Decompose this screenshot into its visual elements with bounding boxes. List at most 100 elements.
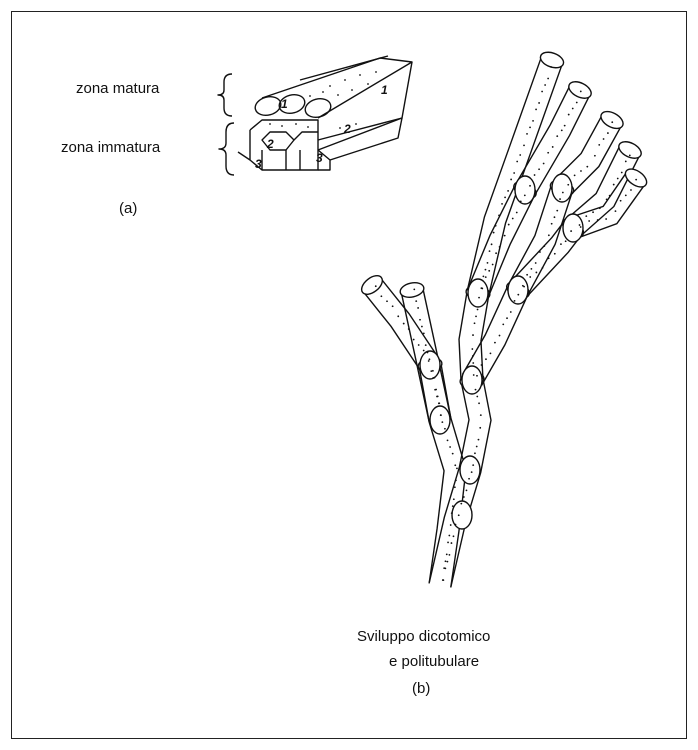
stipple-dot <box>586 166 588 168</box>
stipple-dot <box>523 144 525 146</box>
branch-joint-ellipse <box>508 276 528 304</box>
caption-b-letter: (b) <box>412 680 430 697</box>
tube-number: 1 <box>281 97 288 111</box>
tube-outline <box>526 235 582 298</box>
stipple-dot <box>541 91 543 93</box>
stipple-dot <box>611 121 613 123</box>
stipple-dot <box>446 561 448 563</box>
stipple-dot <box>543 245 545 247</box>
stipple-dot <box>567 184 569 186</box>
stipple-dot <box>452 453 454 455</box>
stipple-dot <box>548 257 550 259</box>
stipple-dot <box>516 161 518 163</box>
stipple-dot <box>485 358 487 360</box>
stipple-dot <box>523 286 525 288</box>
tube-outline <box>419 367 444 583</box>
stipple-dot <box>580 91 582 93</box>
stipple-dot <box>413 288 415 290</box>
stipple-dot <box>485 269 487 271</box>
stipple-dot <box>625 161 627 163</box>
stipple-dot <box>524 194 526 196</box>
stipple-dot <box>415 300 417 302</box>
stipple-dot <box>507 190 509 192</box>
stipple-dot <box>520 201 522 203</box>
stipple-dot <box>488 270 490 272</box>
stipple-dot <box>421 326 423 328</box>
stipple-dot <box>579 224 581 226</box>
stipple-dot <box>480 414 482 416</box>
stipple-dot <box>452 505 454 507</box>
stipple-dot <box>621 172 623 174</box>
stipple-dot <box>615 210 617 212</box>
caption-a: (a) <box>119 200 137 217</box>
stipple-dot <box>504 196 506 198</box>
stipple-dot <box>392 305 394 307</box>
stipple-dot <box>474 322 476 324</box>
stipple-dot <box>594 155 596 157</box>
stipple-dot <box>438 402 440 404</box>
stipple-dot <box>565 240 567 242</box>
stipple-dot <box>514 300 516 302</box>
stipple-dot <box>446 553 448 555</box>
stipple-dot <box>516 212 518 214</box>
tube-end-ellipse <box>598 108 626 132</box>
stipple-dot <box>472 362 474 364</box>
stipple-dot <box>492 264 494 266</box>
stipple-dot <box>419 319 421 321</box>
tube-outline <box>467 56 541 290</box>
stipple-dot <box>547 78 549 80</box>
branch-joint-ellipse <box>552 174 572 202</box>
stipple-dot <box>491 243 493 245</box>
stipple-dot <box>570 230 572 232</box>
caption-b-line2: e politubulare <box>389 653 479 670</box>
stipple-dot <box>423 332 425 334</box>
stipple-dot <box>535 272 537 274</box>
stipple-dot <box>430 370 432 372</box>
stipple-dot <box>478 297 480 299</box>
stipple-dot <box>531 268 533 270</box>
tube-outline <box>482 295 528 386</box>
stipple-dot <box>613 184 615 186</box>
stipple-dot <box>526 133 528 135</box>
stipple-dot <box>442 579 444 581</box>
stipple-dot <box>605 218 607 220</box>
stipple-dot <box>476 446 478 448</box>
stipple-dot <box>449 554 451 556</box>
stipple-dot <box>559 198 561 200</box>
stipple-dot <box>580 170 582 172</box>
stipple-dot <box>474 452 476 454</box>
stipple-dot <box>502 323 504 325</box>
stipple-dot <box>490 352 492 354</box>
tube-number: 3 <box>255 157 262 171</box>
stipple-dot <box>447 542 449 544</box>
stipple-dot <box>513 172 515 174</box>
stipple-dot <box>386 300 388 302</box>
stipple-dot <box>538 102 540 104</box>
stipple-dot <box>468 478 470 480</box>
stipple-dot <box>494 342 496 344</box>
stipple-dot <box>495 252 497 254</box>
tube-end-ellipse <box>358 272 385 298</box>
stipple-dot <box>538 168 540 170</box>
stipple-dot <box>423 350 425 352</box>
stipple-dot <box>448 535 450 537</box>
tube-number: 2 <box>344 122 351 136</box>
tube-number: 2 <box>267 137 274 151</box>
stipple-dot <box>572 108 574 110</box>
stipple-dot <box>478 402 480 404</box>
stipple-dot <box>436 396 438 398</box>
stipple-dot <box>458 514 460 516</box>
stipple-dot <box>635 179 637 181</box>
stipple-dot <box>588 220 590 222</box>
stipple-dot <box>417 307 419 309</box>
stipple-dot <box>485 276 487 278</box>
stipple-dot <box>564 125 566 127</box>
stipple-dot <box>603 138 605 140</box>
stipple-dot <box>441 421 443 423</box>
stipple-dot <box>498 214 500 216</box>
stipple-dot <box>451 512 453 514</box>
stipple-dot <box>475 315 477 317</box>
stipple-dot <box>617 178 619 180</box>
branch-joint-ellipse <box>420 351 440 379</box>
stipple-dot <box>598 144 600 146</box>
